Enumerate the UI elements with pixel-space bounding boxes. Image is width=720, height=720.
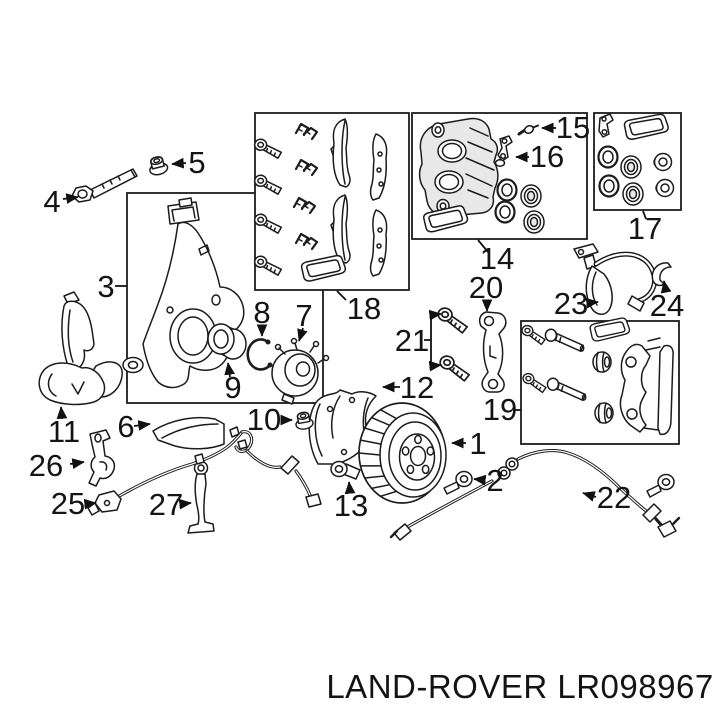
part-2-rotor-screw-right bbox=[646, 473, 675, 498]
leader-25 bbox=[83, 498, 97, 510]
callout-label-3[interactable]: 3 bbox=[97, 269, 114, 304]
callout-14[interactable]: 14 bbox=[477, 239, 514, 276]
leader-21c bbox=[428, 360, 442, 372]
leader-5 bbox=[171, 157, 187, 169]
callout-7[interactable]: 7 bbox=[295, 298, 313, 342]
leader-11 bbox=[56, 406, 68, 420]
callout-16[interactable]: 16 bbox=[515, 139, 564, 174]
callout-2[interactable]: 2 bbox=[473, 463, 504, 498]
part-1-brake-rotor bbox=[358, 402, 447, 504]
callout-label-10[interactable]: 10 bbox=[247, 402, 281, 437]
callout-8[interactable]: 8 bbox=[253, 295, 271, 337]
part-16-caliper-bracket-small bbox=[494, 135, 513, 167]
part-9-wheel-bearing bbox=[207, 323, 247, 360]
part-25-abs-sensor bbox=[87, 426, 322, 516]
callout-label-27[interactable]: 27 bbox=[149, 487, 183, 522]
callout-19[interactable]: 19 bbox=[483, 392, 521, 427]
part-14-brake-caliper bbox=[418, 117, 499, 234]
part-7-wheel-hub bbox=[271, 337, 330, 405]
callout-25[interactable]: 25 bbox=[51, 486, 97, 521]
callout-24[interactable]: 24 bbox=[650, 280, 684, 323]
leader-7 bbox=[297, 327, 308, 342]
leader-18 bbox=[336, 290, 347, 301]
brand-part-number: LAND-ROVER LR098967 bbox=[326, 668, 713, 705]
callout-11[interactable]: 11 bbox=[48, 406, 80, 449]
callout-label-14[interactable]: 14 bbox=[480, 241, 514, 276]
leader-22 bbox=[582, 491, 597, 502]
callout-label-12[interactable]: 12 bbox=[400, 370, 434, 405]
leader-23 bbox=[585, 297, 599, 309]
leader-4 bbox=[62, 193, 79, 204]
part-21-bolts bbox=[434, 306, 473, 383]
callout-label-18[interactable]: 18 bbox=[347, 291, 381, 326]
part-5-knuckle-nut bbox=[146, 154, 170, 178]
leader-26 bbox=[69, 458, 85, 470]
leader-21a bbox=[424, 315, 432, 366]
callout-label-8[interactable]: 8 bbox=[253, 295, 270, 330]
callout-22[interactable]: 22 bbox=[582, 480, 631, 515]
part-13-shield-bolt bbox=[330, 460, 361, 480]
callout-23[interactable]: 23 bbox=[554, 286, 599, 321]
callout-12[interactable]: 12 bbox=[382, 370, 434, 405]
leader-2 bbox=[473, 474, 487, 486]
part-6-heat-shield bbox=[152, 416, 225, 450]
leader-21b bbox=[428, 309, 442, 321]
callout-label-25[interactable]: 25 bbox=[51, 486, 85, 521]
callout-13[interactable]: 13 bbox=[334, 481, 368, 523]
callout-label-11[interactable]: 11 bbox=[48, 414, 80, 449]
callout-18[interactable]: 18 bbox=[336, 290, 381, 326]
leader-9 bbox=[224, 362, 236, 378]
callout-label-19[interactable]: 19 bbox=[483, 392, 517, 427]
callout-label-6[interactable]: 6 bbox=[117, 409, 134, 444]
part-2-rotor-screw bbox=[443, 470, 473, 495]
callout-label-4[interactable]: 4 bbox=[43, 184, 60, 219]
callout-label-16[interactable]: 16 bbox=[530, 139, 564, 174]
part-27-harness-bracket bbox=[187, 460, 215, 534]
part-20-mount-bracket bbox=[478, 311, 507, 393]
callout-label-17[interactable]: 17 bbox=[628, 211, 662, 246]
callout-label-5[interactable]: 5 bbox=[188, 145, 205, 180]
callout-label-22[interactable]: 22 bbox=[597, 480, 631, 515]
callout-9[interactable]: 9 bbox=[224, 362, 242, 405]
callout-label-13[interactable]: 13 bbox=[334, 488, 368, 523]
callout-3[interactable]: 3 bbox=[97, 269, 127, 304]
callout-1[interactable]: 1 bbox=[451, 426, 487, 461]
callout-21[interactable]: 21 bbox=[395, 309, 442, 372]
callout-label-7[interactable]: 7 bbox=[295, 298, 312, 333]
leader-17 bbox=[642, 210, 647, 220]
callout-4[interactable]: 4 bbox=[43, 184, 79, 219]
callout-label-23[interactable]: 23 bbox=[554, 286, 588, 321]
callout-label-26[interactable]: 26 bbox=[29, 448, 63, 483]
callout-20[interactable]: 20 bbox=[469, 270, 503, 312]
leader-27 bbox=[178, 498, 192, 510]
callout-label-1[interactable]: 1 bbox=[469, 426, 486, 461]
part-11-dust-shield bbox=[38, 291, 123, 406]
part-17-caliper-repair-kit bbox=[597, 112, 675, 206]
callout-5[interactable]: 5 bbox=[171, 145, 206, 180]
callout-label-9[interactable]: 9 bbox=[224, 370, 241, 405]
callout-17[interactable]: 17 bbox=[628, 210, 662, 246]
part-8-snap-ring bbox=[246, 338, 273, 371]
callout-label-15[interactable]: 15 bbox=[556, 110, 590, 145]
part-24-hose-clip bbox=[651, 262, 672, 287]
callout-label-24[interactable]: 24 bbox=[650, 288, 684, 323]
leader-13 bbox=[344, 481, 356, 495]
callout-26[interactable]: 26 bbox=[29, 448, 85, 483]
leader-24 bbox=[660, 280, 672, 294]
callout-10[interactable]: 10 bbox=[247, 402, 293, 437]
part-26-sensor-bracket bbox=[88, 429, 116, 487]
callout-15[interactable]: 15 bbox=[541, 110, 590, 145]
callout-label-2[interactable]: 2 bbox=[486, 463, 503, 498]
part-15-bleed-screw bbox=[517, 124, 539, 136]
part-19-anchor-bracket-kit bbox=[519, 316, 674, 436]
callout-6[interactable]: 6 bbox=[117, 409, 151, 444]
callout-label-20[interactable]: 20 bbox=[469, 270, 503, 305]
leader-14 bbox=[477, 239, 489, 253]
callout-27[interactable]: 27 bbox=[149, 487, 192, 522]
callout-label-21[interactable]: 21 bbox=[395, 323, 429, 358]
leader-6 bbox=[133, 420, 151, 431]
part-22-wear-sensor-harness bbox=[389, 448, 681, 541]
